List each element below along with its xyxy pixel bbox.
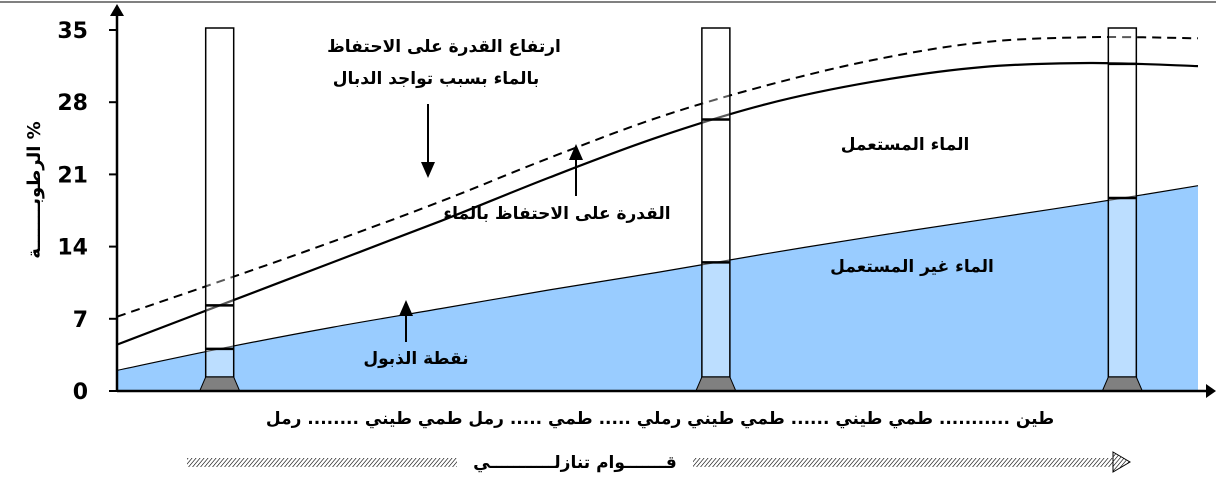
- unavailable-water-area: [117, 185, 1198, 391]
- soil-column: [204, 27, 235, 378]
- x-categories-label: طين ........... طمي طيني ...... طمي طيني…: [266, 409, 1054, 429]
- hatched-bar-left: [187, 458, 457, 467]
- soil-columns: [198, 27, 1144, 392]
- humus-annotation-line1: ارتفاع القدرة على الاحتفاظ: [327, 37, 561, 57]
- x-axis-caption: قـــــــوام تنازلـــــــــــي: [473, 453, 677, 473]
- unavailable-water-label: الماء غير المستعمل: [830, 257, 994, 277]
- y-tick-label: 14: [57, 236, 88, 261]
- hatched-bar-right: [693, 458, 1113, 467]
- y-axis-arrow: [110, 4, 124, 16]
- y-tick-label: 21: [57, 163, 88, 188]
- capacity-annotation: القدرة على الاحتفاظ بالماء: [443, 204, 670, 224]
- soil-column: [701, 27, 731, 378]
- y-ticks: 0 7 14 21 28 35: [57, 19, 117, 405]
- y-axis-label: الرطوبـــــــة %: [24, 121, 45, 258]
- hatched-arrow-head: [1112, 451, 1131, 473]
- y-tick-label: 35: [57, 19, 88, 44]
- wilting-annotation: نقطة الذبول: [363, 349, 468, 369]
- capacity-arrow-head: [569, 144, 583, 160]
- soil-column-base: [695, 376, 737, 392]
- y-tick-label: 28: [57, 91, 88, 116]
- y-tick-label: 7: [73, 308, 88, 333]
- wilting-arrow-head: [399, 300, 413, 316]
- humus-annotation-line2: بالماء بسبب تواجد الدبال: [333, 69, 539, 89]
- humus-arrow-head: [421, 162, 435, 178]
- available-water-label: الماء المستعمل: [841, 135, 970, 155]
- y-tick-label: 0: [73, 380, 88, 405]
- humus-capacity-curve: [116, 36, 1199, 318]
- soil-column: [1107, 27, 1138, 378]
- wilting-point-curve: [116, 185, 1199, 371]
- soil-column-base: [1101, 376, 1144, 392]
- x-axis-arrow: [1206, 384, 1216, 398]
- water-capacity-curve: [116, 61, 1199, 346]
- soil-column-base: [198, 376, 241, 392]
